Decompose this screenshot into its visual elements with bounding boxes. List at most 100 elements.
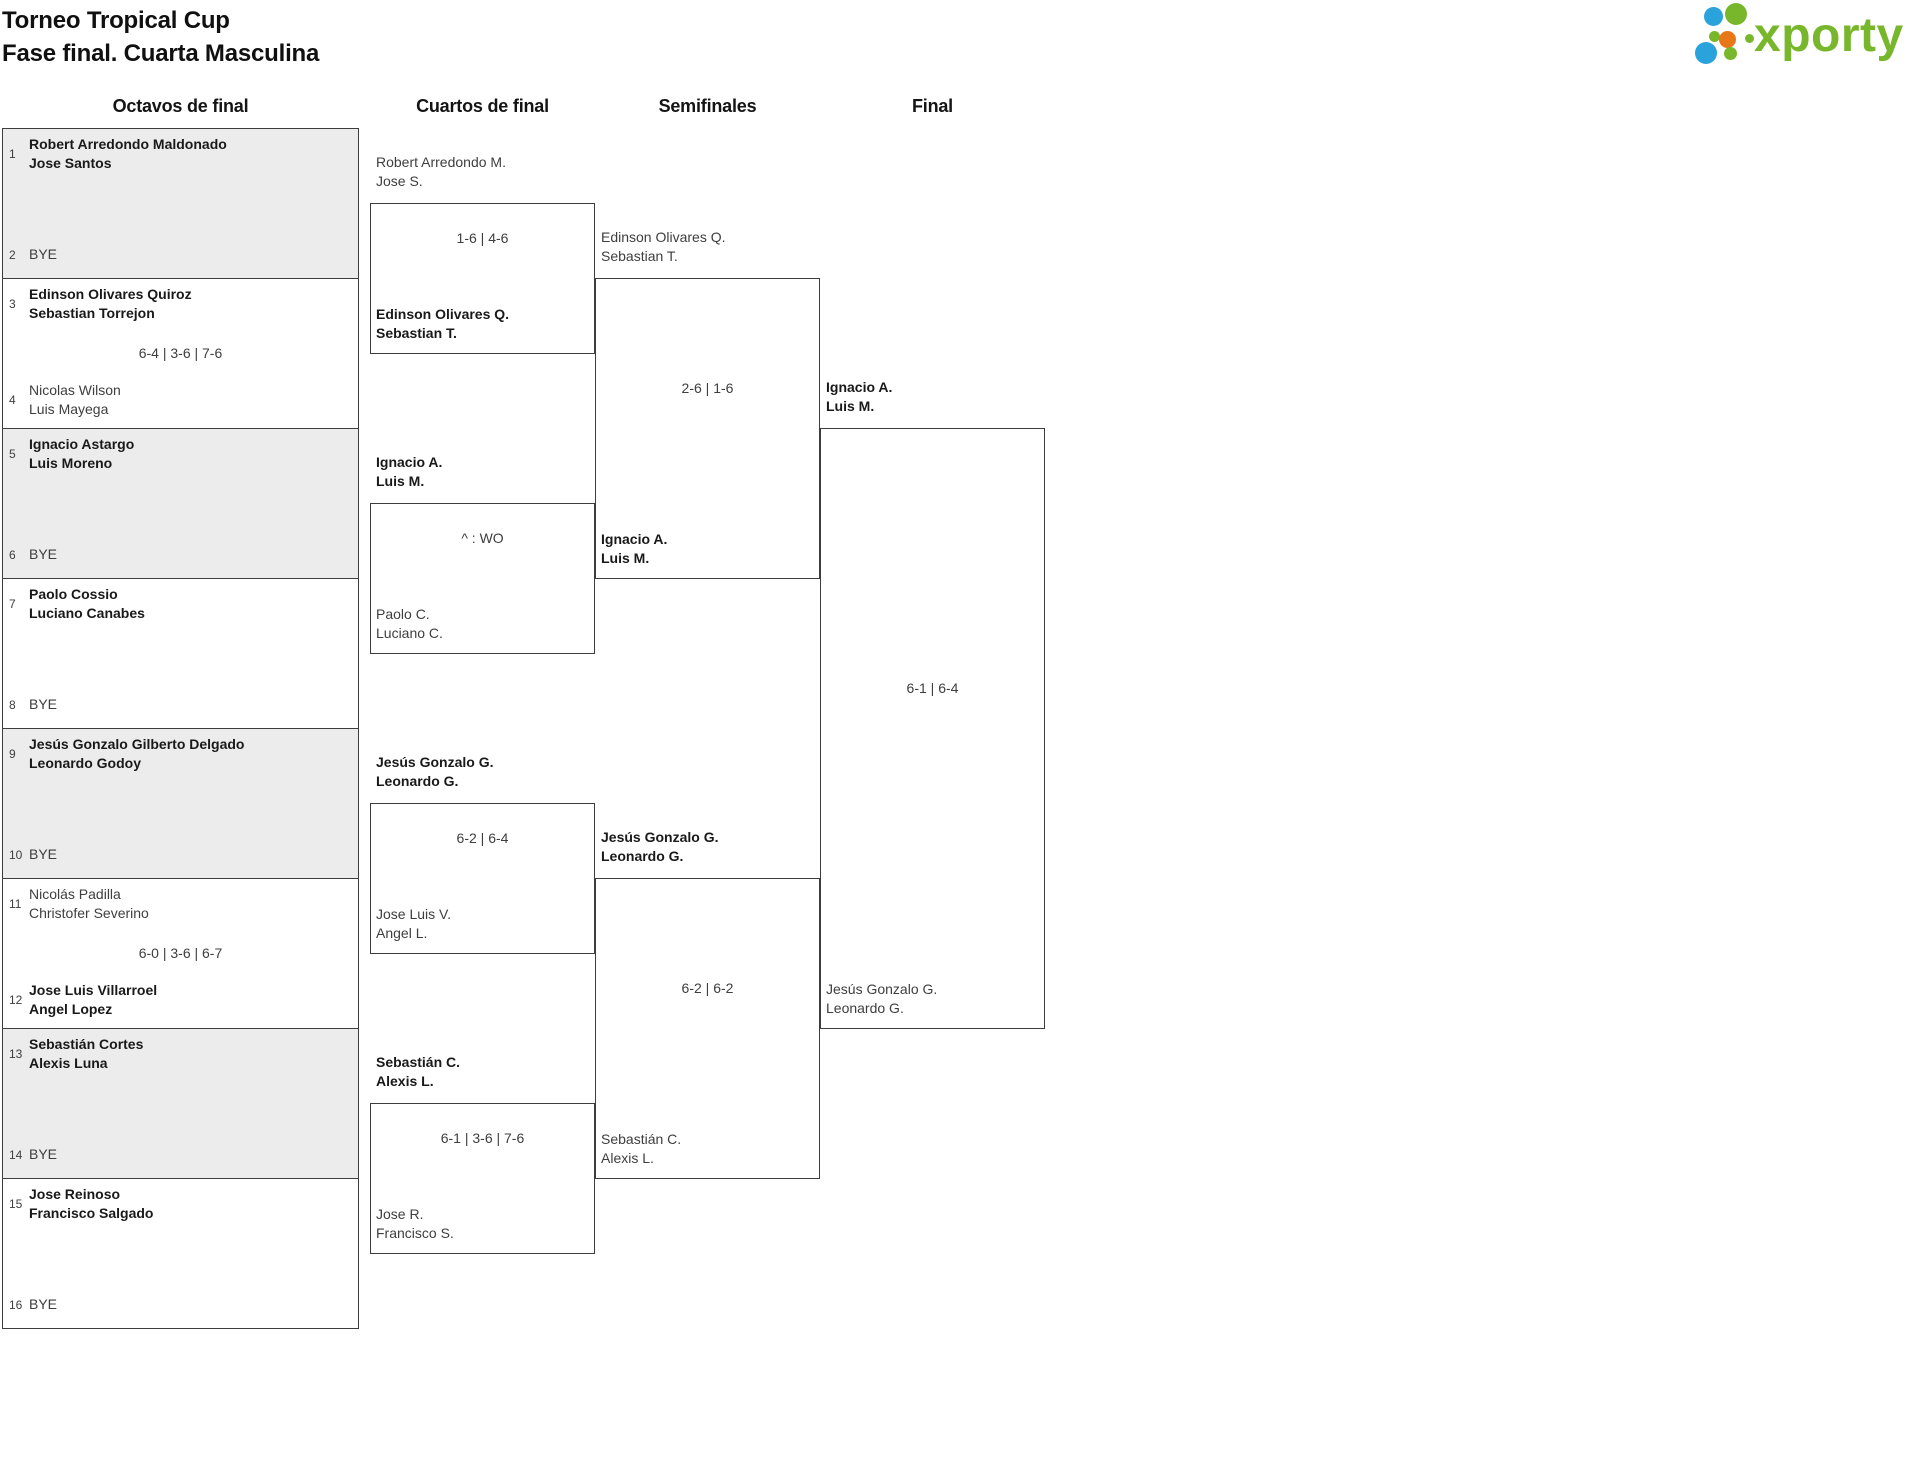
seed-number: 8 [9, 697, 16, 712]
match-score: 2-6 | 1-6 [681, 380, 734, 396]
match-score: 1-6 | 4-6 [456, 230, 509, 246]
seed-number: 2 [9, 247, 16, 262]
qf2-team-bottom: Paolo C.Luciano C. [376, 606, 443, 641]
seed-number: 4 [9, 393, 16, 407]
tournament-name: Torneo Tropical Cup [2, 7, 230, 34]
logo-dot-icon [1745, 34, 1754, 43]
seed-number: 6 [9, 547, 16, 562]
team-entry: 2 BYE [7, 245, 352, 264]
logo-dot-icon [1709, 31, 1720, 42]
qf-match-box-2: ^ : WO [370, 503, 595, 654]
seed-number: 11 [9, 897, 22, 911]
qf3-team-top: Jesús Gonzalo G.Leonardo G. [376, 754, 494, 789]
seed-number: 16 [9, 1297, 23, 1312]
logo-dot-icon [1724, 47, 1737, 60]
match-score: ^ : WO [461, 530, 504, 546]
qf1-team-bottom: Edinson Olivares Q.Sebastian T. [376, 306, 510, 341]
qf1-team-top: Robert Arredondo M.Jose S. [376, 154, 506, 189]
match-score: 6-1 | 3-6 | 7-6 [440, 1130, 525, 1146]
seed-number: 1 [9, 147, 16, 161]
final-team-top: Ignacio A.Luis M. [826, 379, 893, 414]
bye-label: BYE [29, 1146, 58, 1162]
round-header-octavos: Octavos de final [112, 96, 249, 116]
bye-label: BYE [29, 546, 58, 562]
qf2-team-top: Ignacio A.Luis M. [376, 454, 443, 489]
seed-number: 13 [9, 1047, 23, 1061]
match-score: 6-4 | 3-6 | 7-6 [138, 345, 223, 361]
seed-number: 9 [9, 747, 16, 761]
bye-label: BYE [29, 1296, 58, 1312]
seed-number: 10 [9, 847, 23, 862]
seed-number: 3 [9, 297, 16, 311]
logo-dot-icon [1719, 31, 1736, 48]
round-header-cuartos: Cuartos de final [416, 96, 549, 116]
team-entry: 16 BYE [7, 1295, 352, 1314]
sf1-team-bottom: Ignacio A.Luis M. [601, 531, 668, 566]
sf2-team-bottom: Sebastián C.Alexis L. [601, 1131, 682, 1166]
bye-label: BYE [29, 696, 58, 712]
logo-wordmark: xporty [1754, 9, 1904, 62]
seed-number: 12 [9, 993, 23, 1007]
sf-match-box-1: 2-6 | 1-6 [595, 278, 820, 579]
phase-subtitle: Fase final. Cuarta Masculina [2, 40, 320, 67]
bye-label: BYE [29, 846, 58, 862]
match-score: 6-2 | 6-4 [456, 830, 509, 846]
xporty-logo: xporty [1690, 2, 1920, 70]
logo-dot-icon [1704, 7, 1723, 26]
qf-match-box-3: 6-2 | 6-4 [370, 803, 595, 954]
final-team-bottom: Jesús Gonzalo G.Leonardo G. [826, 981, 938, 1016]
seed-number: 14 [9, 1147, 23, 1162]
final-match-box: 6-1 | 6-4 [820, 428, 1045, 1029]
logo-dot-icon [1695, 42, 1717, 64]
sf-match-box-2: 6-2 | 6-2 [595, 878, 820, 1179]
team-entry: 8 BYE [7, 695, 352, 714]
qf4-team-top: Sebastián C.Alexis L. [376, 1054, 461, 1089]
sf2-team-top: Jesús Gonzalo G.Leonardo G. [601, 829, 719, 864]
team-entry: 14 BYE [7, 1145, 352, 1164]
qf-match-box-1: 1-6 | 4-6 [370, 203, 595, 354]
match-score: 6-0 | 3-6 | 6-7 [138, 945, 223, 961]
seed-number: 5 [9, 447, 16, 461]
team-entry: 6 BYE [7, 545, 352, 564]
match-score: 6-1 | 6-4 [906, 680, 959, 696]
qf3-team-bottom: Jose Luis V.Angel L. [376, 906, 451, 941]
seed-number: 15 [9, 1197, 23, 1211]
page-title: Torneo Tropical Cup Fase final. Cuarta M… [2, 4, 319, 70]
seed-number: 7 [9, 597, 16, 611]
team-entry: 10 BYE [7, 845, 352, 864]
bye-label: BYE [29, 246, 58, 262]
round-header-final: Final [911, 96, 953, 116]
sf1-team-top: Edinson Olivares Q.Sebastian T. [601, 229, 726, 264]
match-score: 6-2 | 6-2 [681, 980, 734, 996]
qf4-team-bottom: Jose R.Francisco S. [376, 1206, 454, 1241]
qf-match-box-4: 6-1 | 3-6 | 7-6 [370, 1103, 595, 1254]
